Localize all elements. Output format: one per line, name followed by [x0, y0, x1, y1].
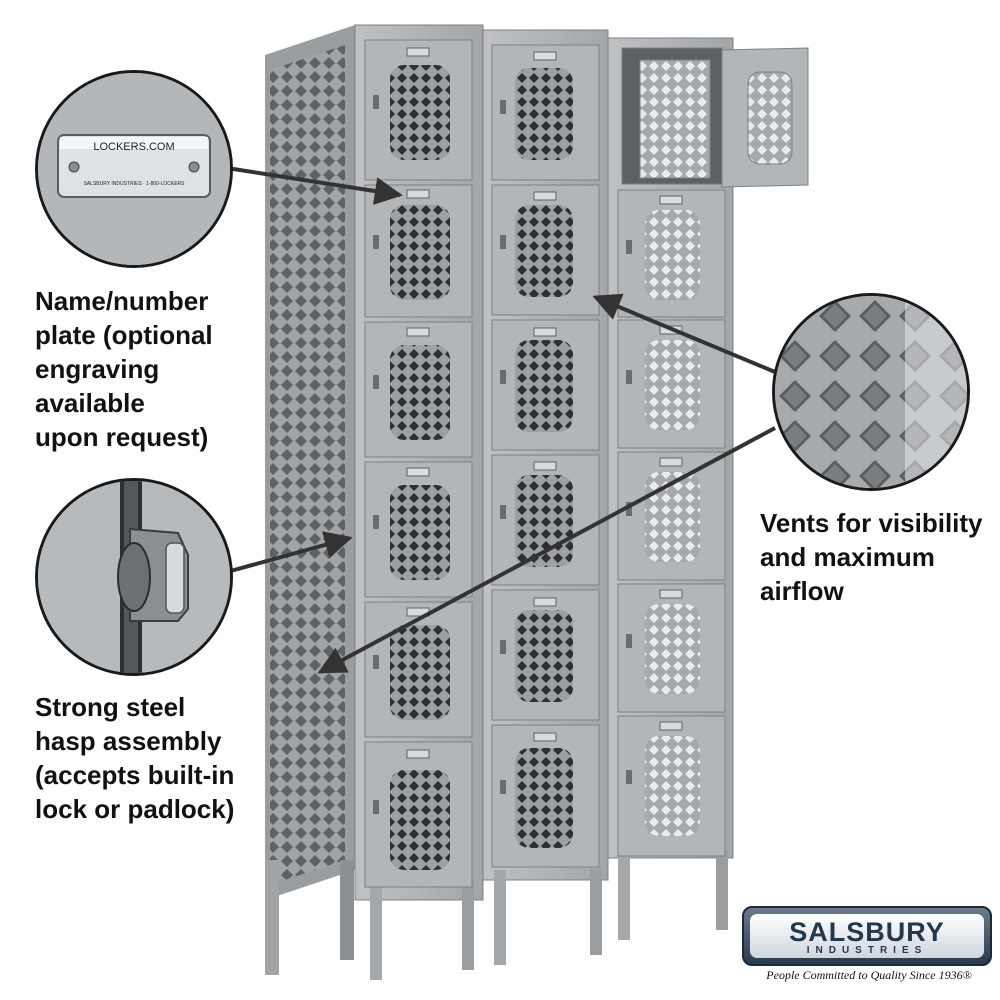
vents-label: Vents for visibility and maximum airflow [760, 508, 983, 606]
salsbury-logo: SALSBURY INDUSTRIES [742, 906, 992, 966]
name-plate-image [38, 73, 230, 265]
logo-tagline: People Committed to Quality Since 1936® [766, 968, 972, 982]
locker-side-panel [265, 25, 355, 975]
hasp-callout [35, 478, 233, 676]
name-plate-label: Name/number plate (optional engraving av… [35, 286, 213, 452]
logo-sub: INDUSTRIES [806, 945, 928, 956]
door-number-plates [406, 47, 683, 759]
logo-brand: SALSBURY [789, 917, 945, 947]
name-plate-callout: LOCKERS.COM SALSBURY INDUSTRIES · 1-800-… [35, 70, 233, 268]
door-hasps [373, 95, 632, 814]
vent-callout [772, 293, 970, 491]
logo-plate: SALSBURY INDUSTRIES [750, 914, 984, 958]
name-plate-small-text: SALSBURY INDUSTRIES · 1-800-LOCKERS [83, 181, 185, 187]
locker-doors-col3 [617, 47, 809, 857]
locker-doors-col1 [364, 39, 473, 888]
name-plate-text: LOCKERS.COM [93, 141, 175, 153]
locker-vents-col1 [390, 65, 450, 870]
callout-arrows [226, 166, 776, 674]
locker-vents-col3 [645, 210, 700, 836]
hasp-label: Strong steel hasp assembly (accepts buil… [35, 692, 235, 824]
locker-doors-col2 [491, 44, 600, 868]
vent-closeup-image [775, 296, 967, 488]
hasp-closeup-image [38, 481, 230, 673]
